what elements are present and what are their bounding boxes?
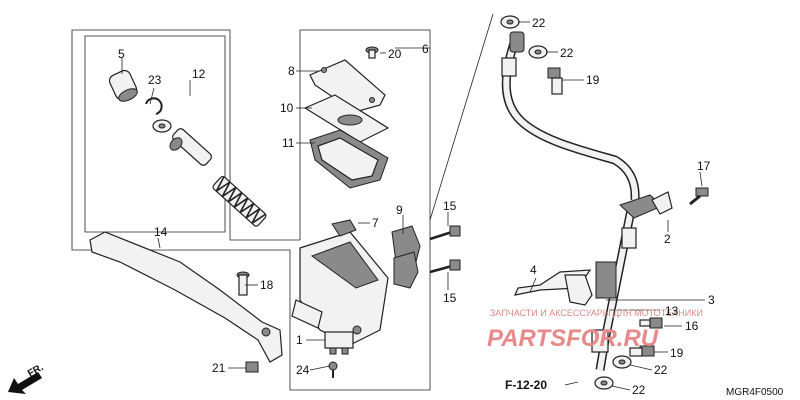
callout-20: 20 [388, 47, 402, 61]
callout-15-upper: 15 [443, 199, 457, 213]
callout-12: 12 [192, 67, 206, 81]
callout-16: 16 [685, 319, 699, 333]
callout-6: 6 [422, 42, 429, 56]
callout-4: 4 [530, 263, 537, 277]
piston [169, 128, 212, 166]
hose-clamp [619, 191, 673, 219]
callout-22-third: 22 [654, 363, 668, 377]
callout-22-bottom: 22 [632, 383, 646, 397]
callout-14: 14 [154, 225, 168, 239]
banjo-bolt-lower [629, 345, 655, 357]
callout-11: 11 [282, 136, 295, 150]
brake-lever [89, 231, 283, 363]
callout-2: 2 [664, 232, 671, 246]
banjo-bolt-upper [547, 67, 563, 95]
stay-bolt [639, 317, 663, 329]
holder-bolt-upper [429, 225, 461, 241]
callout-7: 7 [372, 216, 379, 230]
callout-1: 1 [296, 333, 303, 347]
master-cylinder-body [291, 231, 389, 346]
callout-18: 18 [260, 278, 274, 292]
sealing-washers [500, 15, 632, 390]
assembly-outline [71, 29, 431, 391]
leader-lines [121, 13, 705, 391]
front-direction-arrow-icon [8, 372, 42, 394]
circlip [145, 97, 163, 115]
callout-22-top: 22 [532, 16, 546, 30]
brake-light-switch [324, 331, 354, 355]
callout-19-upper: 19 [586, 73, 600, 87]
watermark-brand: PARTSFOR.RU [487, 325, 659, 352]
callout-15-lower: 15 [443, 291, 457, 305]
holder-bolt-lower [429, 259, 461, 274]
lever-pivot-bolt [236, 271, 250, 296]
piston-boot [108, 69, 138, 102]
callout-10: 10 [280, 101, 294, 115]
callout-24: 24 [296, 363, 310, 377]
master-cylinder-holder [391, 225, 421, 289]
callout-13: 13 [665, 304, 679, 318]
callout-9: 9 [396, 203, 403, 217]
callout-21: 21 [212, 361, 226, 375]
clamp-bolt [689, 187, 709, 206]
hose-stay [513, 269, 593, 306]
callout-17: 17 [697, 159, 711, 173]
lever-pivot-nut [245, 361, 259, 373]
cap-screw [365, 46, 379, 59]
piston-spring [212, 175, 267, 227]
watermark-tagline: ЗАПЧАСТИ И АКСЕССУАРЫ ДЛЯ МОТОТЕХНИКИ [490, 308, 703, 318]
callout-5: 5 [118, 47, 125, 61]
brake-hose [501, 31, 640, 371]
callout-22-second: 22 [560, 46, 574, 60]
callout-23: 23 [148, 73, 162, 87]
diaphragm [309, 129, 389, 189]
switch-clip [331, 219, 357, 237]
switch-screw [328, 361, 338, 378]
callout-19-lower: 19 [670, 346, 684, 360]
front-direction-label: FR. [26, 362, 46, 380]
diagram-code: MGR4F0500 [726, 387, 784, 398]
reference-code: F-12-20 [505, 378, 547, 392]
piston-kit-outline [84, 35, 226, 233]
callout-3: 3 [708, 293, 715, 307]
callout-8: 8 [288, 64, 295, 78]
reservoir-cap [309, 59, 386, 113]
